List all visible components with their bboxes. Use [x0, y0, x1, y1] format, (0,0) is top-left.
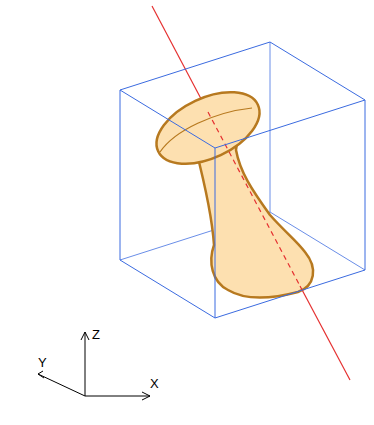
principal-axis-hidden: [208, 112, 300, 286]
principal-axis: [300, 286, 350, 380]
axis-label: X: [150, 377, 159, 390]
coordinate-axes: [38, 332, 150, 400]
axis-label: Z: [92, 328, 100, 341]
axis-label: Y: [38, 356, 47, 369]
bone-shape: [145, 78, 313, 298]
bounding-box: [120, 42, 365, 318]
principal-axis: [152, 6, 208, 112]
